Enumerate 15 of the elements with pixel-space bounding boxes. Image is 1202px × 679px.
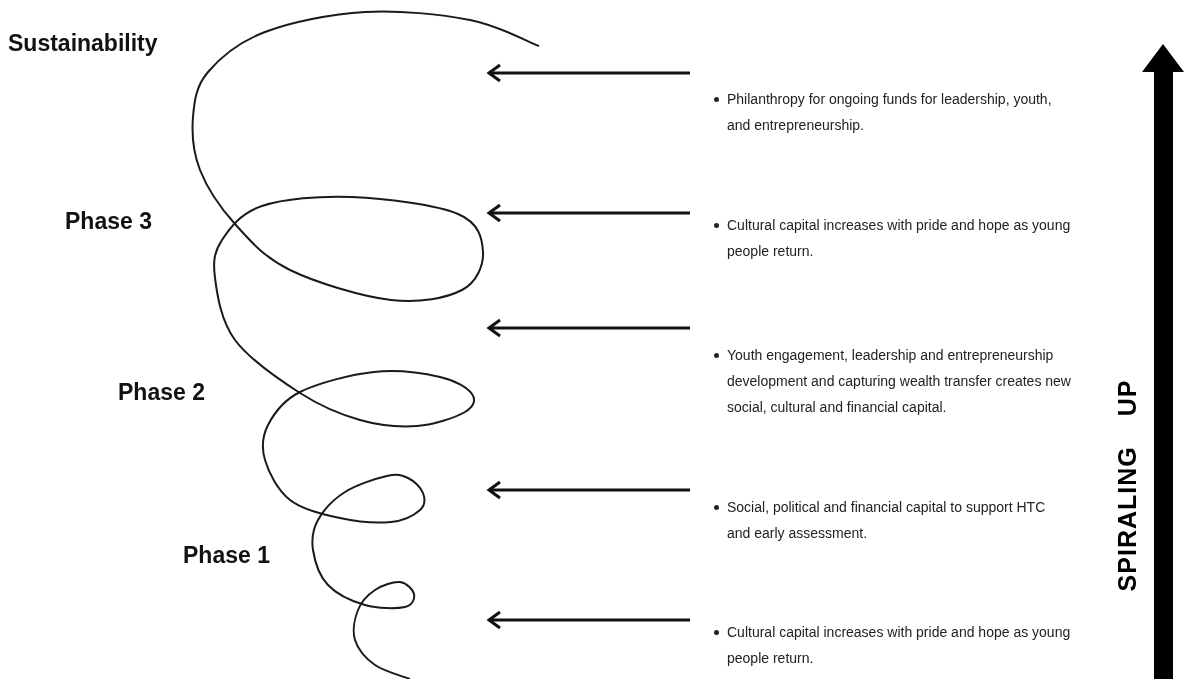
arrow bbox=[487, 203, 690, 223]
arrow bbox=[487, 480, 690, 500]
bullet-text: Cultural capital increases with pride and hope as young people return. bbox=[727, 623, 1072, 668]
stage-label: Phase 2 bbox=[118, 379, 205, 406]
arrow bbox=[487, 610, 690, 630]
arrow bbox=[487, 318, 690, 338]
stage-label: Phase 1 bbox=[183, 542, 270, 569]
bullet-text: Social, political and financial capital to support HTC and early assessment. bbox=[727, 498, 1047, 543]
bullet-text: Philanthropy for ongoing funds for leadership, youth, and entrepreneurship. bbox=[727, 90, 1053, 135]
stage-label: Phase 3 bbox=[65, 208, 152, 235]
arrow bbox=[487, 63, 690, 83]
axis-label: SPIRALING UP bbox=[1113, 379, 1143, 591]
bullet-text: Youth engagement, leadership and entrepreneurship development and capturing wealth transfer creates new social, cultural and financial capital. bbox=[727, 346, 1072, 417]
bullet-text: Cultural capital increases with pride and hope as young people return. bbox=[727, 216, 1072, 261]
stage-label: Sustainability bbox=[8, 30, 158, 57]
